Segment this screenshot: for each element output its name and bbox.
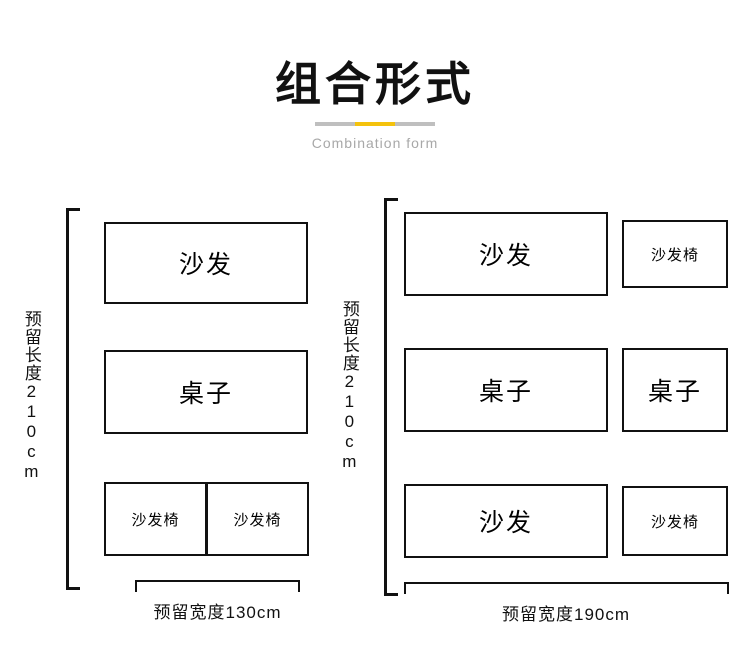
left-length-label: 预留长度210cm xyxy=(21,310,41,482)
furniture-label: 沙发 xyxy=(178,251,233,279)
furniture-label: 沙发 xyxy=(478,509,533,537)
left-length-bracket xyxy=(66,208,80,590)
furniture-box-armchair-2: 沙发椅 xyxy=(206,482,309,556)
furniture-label: 桌子 xyxy=(178,380,233,408)
furniture-box-table: 桌子 xyxy=(104,350,308,434)
divider-segment-left xyxy=(315,122,355,126)
right-length-label: 预留长度210cm xyxy=(339,300,359,472)
title-divider xyxy=(315,122,435,126)
furniture-box-sofa-top: 沙发 xyxy=(404,212,608,296)
furniture-label: 桌子 xyxy=(647,378,702,406)
left-width-label: 预留宽度130cm xyxy=(153,603,282,622)
page-subtitle: Combination form xyxy=(311,135,439,151)
furniture-label: 沙发椅 xyxy=(650,513,699,531)
furniture-label: 沙发椅 xyxy=(233,511,282,529)
right-length-bracket xyxy=(384,198,398,596)
right-width-label: 预留宽度190cm xyxy=(501,605,631,624)
right-width-bracket xyxy=(404,582,729,594)
furniture-box-armchair-top: 沙发椅 xyxy=(622,220,728,288)
left-width-bracket xyxy=(135,580,300,592)
furniture-box-armchair-1: 沙发椅 xyxy=(104,482,207,556)
divider-segment-accent xyxy=(355,122,395,126)
furniture-label: 沙发椅 xyxy=(131,511,180,529)
furniture-box-sofa: 沙发 xyxy=(104,222,308,304)
page-title: 组合形式 xyxy=(275,58,475,110)
furniture-label: 桌子 xyxy=(478,378,533,406)
furniture-box-armchair-bottom: 沙发椅 xyxy=(622,486,728,556)
divider-segment-right xyxy=(395,122,435,126)
furniture-box-table-right: 桌子 xyxy=(622,348,728,432)
furniture-box-sofa-bottom: 沙发 xyxy=(404,484,608,558)
furniture-box-table-left: 桌子 xyxy=(404,348,608,432)
furniture-label: 沙发 xyxy=(478,242,533,270)
furniture-label: 沙发椅 xyxy=(650,246,699,264)
